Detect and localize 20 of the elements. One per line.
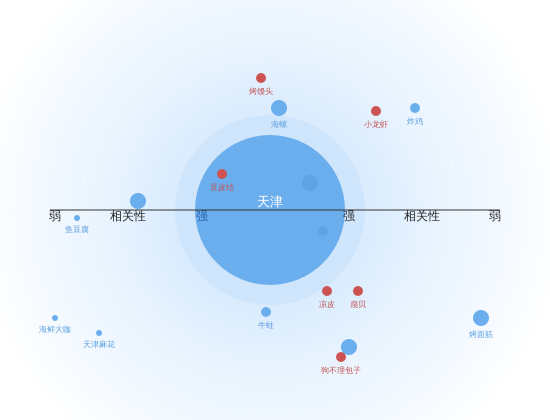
- point-label: 鱼豆腐: [65, 224, 89, 235]
- point-label: 豆皮结: [210, 182, 234, 193]
- point-label: 牛蛙: [258, 320, 274, 331]
- axis-label: 强: [196, 208, 208, 225]
- point-label: 凉皮: [319, 299, 335, 310]
- axis-label: 相关性: [404, 208, 440, 225]
- point-label: 狗不理包子: [321, 365, 361, 376]
- center-label: 天津: [257, 194, 283, 211]
- point-label: 烤馒头: [249, 86, 273, 97]
- axis-label: 弱: [49, 208, 61, 225]
- point-label: 扇贝: [350, 299, 366, 310]
- axis-label: 相关性: [110, 208, 146, 225]
- axis-label: 弱: [489, 208, 501, 225]
- point-label: 炸鸡: [407, 116, 423, 127]
- point-label: 小龙虾: [364, 119, 388, 130]
- axis-label: 强: [343, 208, 355, 225]
- point-label: 天津麻花: [83, 339, 115, 350]
- point-label: 烤面筋: [469, 329, 493, 340]
- point-label: 海鲜大咖: [39, 324, 71, 335]
- point-label: 海螺: [271, 119, 287, 130]
